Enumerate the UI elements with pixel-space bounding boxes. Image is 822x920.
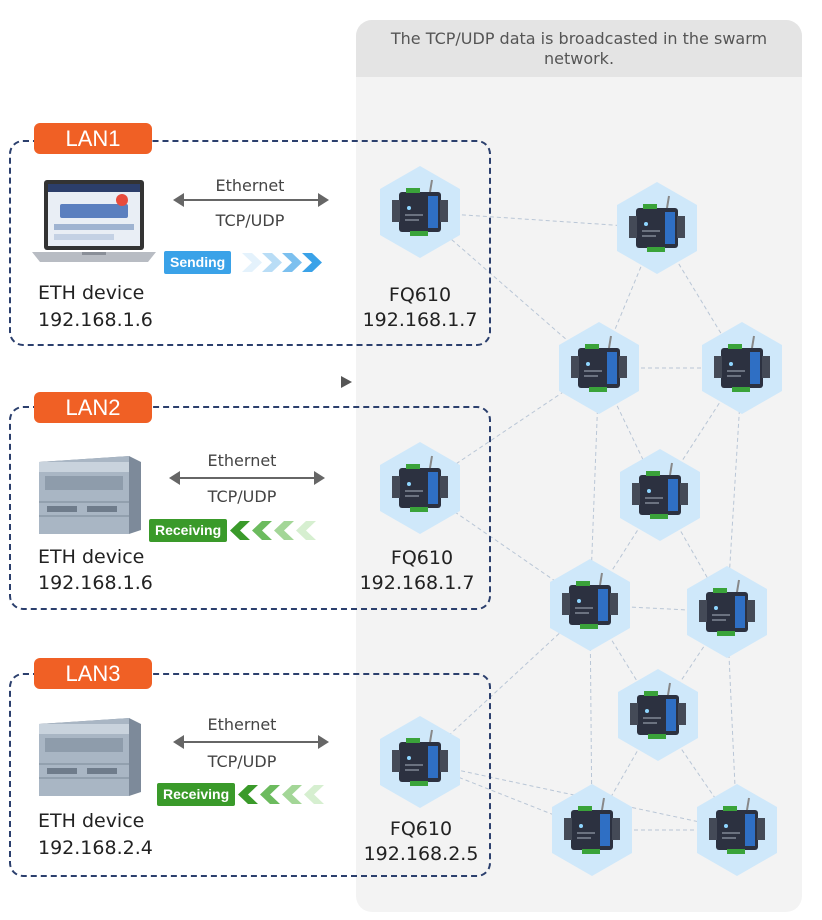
radio-modem-icon [551, 320, 647, 416]
lan1-tag: LAN1 [34, 123, 152, 154]
lan1-status-badge: Sending [164, 251, 232, 274]
lan2-node-name: FQ610 [390, 547, 454, 569]
lan1-node-ip: 192.168.1.7 [362, 309, 478, 331]
radio-modem-icon [612, 447, 708, 543]
lan3-node-ip: 192.168.2.5 [363, 843, 479, 865]
plc-icon [39, 718, 141, 796]
lan1-protocol-label: TCP/UDP [215, 211, 285, 230]
lan3-ethernet-label: Ethernet [207, 715, 277, 734]
lan2-node-ip: 192.168.1.7 [359, 572, 475, 594]
lan2-tag: LAN2 [34, 392, 152, 423]
lan2-status-badge: Receiving [149, 519, 228, 542]
radio-modem-icon [542, 557, 638, 653]
lan2-box [9, 406, 491, 610]
lan1-box [9, 140, 491, 346]
swarm-header-text: The TCP/UDP data is broadcasted in the s… [390, 28, 768, 68]
lan3-device-name: ETH device [38, 810, 145, 832]
lan3-device-ip: 192.168.2.4 [38, 837, 153, 859]
laptop-icon [32, 180, 156, 262]
radio-modem-icon [372, 440, 468, 536]
radio-modem-icon [609, 180, 705, 276]
receiving-chevrons-icon [238, 785, 324, 804]
lan3-node-name: FQ610 [389, 818, 453, 840]
radio-modem-icon [372, 714, 468, 810]
lan1-ethernet-arrow [173, 193, 329, 207]
sending-chevrons-icon [242, 253, 322, 272]
lan2-protocol-label: TCP/UDP [207, 487, 277, 506]
play-arrow-icon [341, 376, 352, 388]
swarm-header: The TCP/UDP data is broadcasted in the s… [356, 20, 802, 77]
lan2-ethernet-label: Ethernet [207, 451, 277, 470]
radio-modem-icon [544, 782, 640, 878]
lan2-ethernet-arrow [169, 471, 325, 485]
radio-modem-icon [610, 667, 706, 763]
lan3-protocol-label: TCP/UDP [207, 752, 277, 771]
lan3-ethernet-arrow [173, 735, 329, 749]
lan1-node-name: FQ610 [388, 284, 452, 306]
lan3-tag: LAN3 [34, 658, 152, 689]
lan3-box [9, 673, 491, 877]
lan2-device-name: ETH device [38, 546, 145, 568]
lan3-status-badge: Receiving [157, 783, 236, 806]
plc-icon [39, 456, 141, 534]
radio-modem-icon [679, 564, 775, 660]
lan1-device-ip: 192.168.1.6 [38, 309, 153, 331]
receiving-chevrons-icon [230, 521, 316, 540]
lan1-device-name: ETH device [38, 282, 145, 304]
lan2-device-ip: 192.168.1.6 [38, 572, 153, 594]
radio-modem-icon [372, 164, 468, 260]
lan1-ethernet-label: Ethernet [215, 176, 285, 195]
radio-modem-icon [689, 782, 785, 878]
radio-modem-icon [694, 320, 790, 416]
